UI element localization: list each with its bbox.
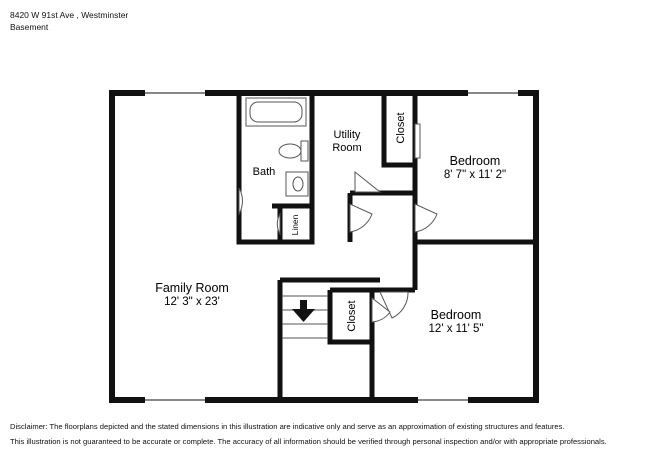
doors [238, 123, 438, 323]
bedroom-top-label: Bedroom [450, 154, 501, 168]
closet-bottom-label: Closet [346, 300, 358, 331]
interior-walls [236, 93, 536, 400]
family-room-label: Family Room [155, 281, 229, 295]
bedroom-bottom-label: Bedroom [431, 308, 482, 322]
disclaimer-line-1: Disclaimer: The floorplans depicted and … [10, 422, 565, 431]
bathtub-icon [245, 97, 307, 127]
windows [145, 90, 518, 403]
bedroom-bottom-dimensions: 12' x 11' 5" [429, 323, 484, 335]
family-room-dimensions: 12' 3" x 23' [164, 296, 220, 308]
property-address: 8420 W 91st Ave , Westminster [10, 10, 129, 20]
utility-room-label-line1: Utility [334, 129, 361, 141]
linen-label: Linen [290, 214, 300, 235]
closet-top-label: Closet [395, 112, 407, 143]
stairs-down-arrow-icon [292, 300, 315, 322]
outer-wall [109, 90, 539, 403]
bath-label: Bath [253, 166, 276, 178]
floor-level-label: Basement [10, 22, 49, 32]
utility-room-label-line2: Room [332, 142, 361, 154]
bedroom-top-dimensions: 8' 7" x 11' 2" [444, 169, 506, 181]
toilet-icon [278, 140, 309, 162]
disclaimer-line-2: This illustration is not guaranteed to b… [10, 437, 607, 446]
sink-icon [285, 171, 309, 197]
